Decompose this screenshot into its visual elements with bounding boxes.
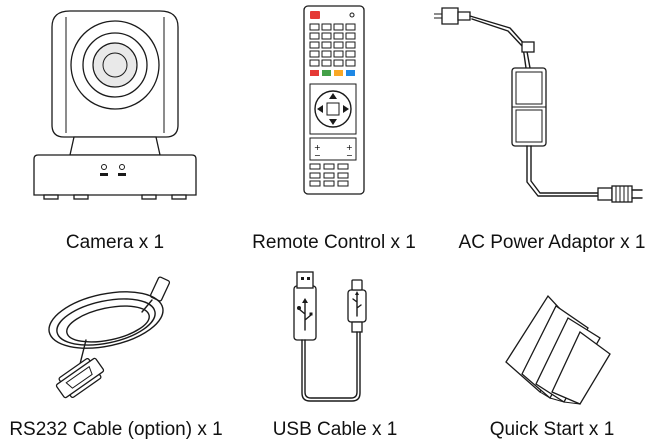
quick-start-illustration [505, 294, 611, 405]
power-adaptor-caption: AC Power Adaptor x 1 [458, 232, 646, 253]
remote-control-caption: Remote Control x 1 [252, 232, 416, 253]
quick-start-item [496, 288, 616, 406]
rs232-cable-item [42, 270, 192, 405]
svg-text:−: − [314, 151, 321, 160]
power-adaptor-illustration [434, 7, 643, 203]
camera-item [30, 5, 200, 205]
remote-control-item: + − + − [300, 4, 370, 198]
camera-illustration [33, 10, 197, 200]
svg-text:+: + [346, 143, 353, 152]
camera-caption: Camera x 1 [65, 232, 165, 253]
rs232-cable-caption: RS232 Cable (option) x 1 [9, 419, 223, 440]
remote-control-illustration: + − + − [303, 5, 365, 195]
power-adaptor-item [430, 0, 645, 210]
usb-cable-item [288, 271, 378, 404]
svg-text:+: + [314, 143, 321, 152]
svg-text:−: − [346, 151, 353, 160]
quick-start-caption: Quick Start x 1 [489, 419, 615, 440]
rs232-cable-illustration [48, 276, 171, 399]
usb-cable-illustration [293, 271, 367, 402]
usb-cable-caption: USB Cable x 1 [272, 419, 398, 440]
